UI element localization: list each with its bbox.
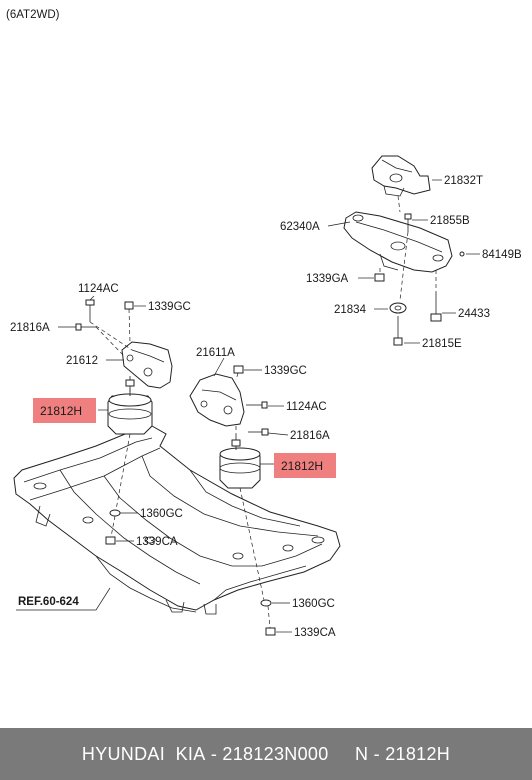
label-1339GA: 1339GA: [306, 273, 349, 285]
label-21812H-left: 21812H: [40, 404, 82, 418]
part-labels: 21832T 21855B 62340A 84149B 1339GA 21834…: [10, 175, 522, 639]
reference-label: REF.60-624: [18, 596, 79, 608]
highlight-box-right: [274, 453, 336, 478]
label-1124AC-mid: 1124AC: [286, 401, 327, 413]
label-1360GC-left: 1360GC: [140, 508, 183, 520]
assembly-lines: [89, 195, 437, 629]
label-1339CA-right: 1339CA: [294, 627, 336, 639]
subframe: [13, 425, 341, 615]
label-21832T: 21832T: [444, 175, 483, 187]
hardware: [75, 213, 465, 636]
label-1339GC-mid: 1339GC: [264, 365, 307, 377]
label-21816A-left: 21816A: [10, 322, 50, 334]
label-1339GC-top: 1339GC: [148, 301, 191, 313]
label-1360GC-right: 1360GC: [292, 598, 335, 610]
footer-brand: HYUNDAI KIA: [81, 743, 206, 764]
label-24433: 24433: [458, 308, 490, 320]
label-62340A: 62340A: [280, 221, 320, 233]
engine-bracket-left: [121, 341, 173, 389]
footer-bar: HYUNDAI KIA - 218123N000 N - 21812H: [0, 728, 532, 780]
engine-mount-left: [107, 376, 153, 435]
label-21612: 21612: [66, 355, 98, 367]
diagram-canvas: 21832T 21855B 62340A 84149B 1339GA 21834…: [10, 155, 522, 639]
label-1124AC-top: 1124AC: [78, 283, 119, 295]
engine-mount-right: [219, 434, 261, 489]
label-21812H-right: 21812H: [281, 459, 323, 473]
highlight-box-left: [33, 398, 96, 423]
label-1339CA-left: 1339CA: [136, 536, 178, 548]
label-21816A-mid: 21816A: [290, 430, 330, 442]
transmission-mount-bracket: [371, 155, 431, 197]
parts-diagram: (6AT2WD): [6, 9, 522, 639]
footer-spacer: [329, 744, 356, 765]
footer-part-number: 218123N000: [222, 743, 329, 764]
footer-separator: -: [205, 743, 223, 764]
variant-label: (6AT2WD): [6, 9, 60, 21]
engine-bracket-right: [189, 373, 245, 427]
footer-catalog-code: N - 21812H: [355, 743, 451, 764]
label-21834: 21834: [334, 304, 367, 316]
label-21855B: 21855B: [430, 215, 470, 227]
leader-lines: [16, 179, 480, 633]
label-21611A: 21611A: [196, 347, 235, 359]
transmission-crossmember: [343, 211, 453, 273]
label-84149B: 84149B: [482, 249, 522, 261]
label-21815E: 21815E: [422, 338, 462, 350]
